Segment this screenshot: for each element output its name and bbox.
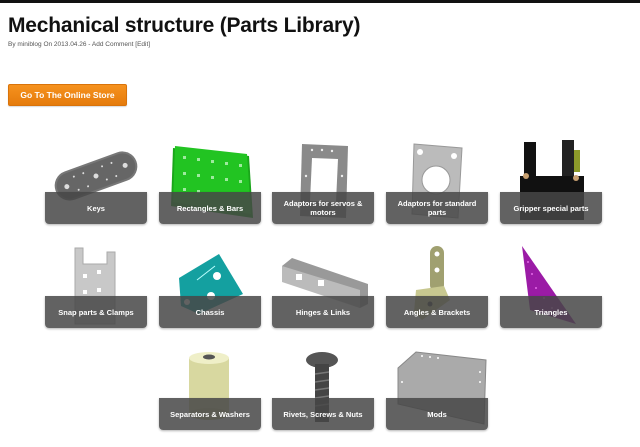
category-label: Hinges & Links — [272, 296, 374, 328]
category-tile-gripper[interactable]: Gripper special parts — [500, 136, 602, 224]
author-link[interactable]: miniblog — [17, 41, 42, 48]
meta-separator: - — [88, 41, 91, 48]
edit-link[interactable]: [Edit] — [135, 41, 151, 48]
category-tile-hinges-links[interactable]: Hinges & Links — [272, 240, 374, 328]
category-tile-triangles[interactable]: Triangles — [500, 240, 602, 328]
category-tile-snap-clamps[interactable]: Snap parts & Clamps — [45, 240, 147, 328]
category-tile-standard-adaptors[interactable]: Adaptors for standard parts — [386, 136, 488, 224]
category-label: Adaptors for servos & motors — [272, 192, 374, 224]
add-comment-link[interactable]: Add Comment — [91, 41, 134, 48]
category-label: Angles & Brackets — [386, 296, 488, 328]
page-title: Mechanical structure (Parts Library) — [8, 14, 361, 37]
top-bar — [0, 0, 640, 3]
category-tile-angles-brackets[interactable]: Angles & Brackets — [386, 240, 488, 328]
category-tile-rectangles-bars[interactable]: Rectangles & Bars — [159, 136, 261, 224]
category-tile-separators-washers[interactable]: Separators & Washers — [159, 342, 261, 430]
category-tile-keys[interactable]: Keys — [45, 136, 147, 224]
category-label: Separators & Washers — [159, 398, 261, 430]
category-label: Rectangles & Bars — [159, 192, 261, 224]
meta-on: On — [43, 41, 53, 48]
category-tile-mods[interactable]: Mods — [386, 342, 488, 430]
category-label: Chassis — [159, 296, 261, 328]
category-label: Triangles — [500, 296, 602, 328]
post-date: 2013.04.26 — [53, 41, 87, 48]
category-label: Keys — [45, 192, 147, 224]
category-label: Adaptors for standard parts — [386, 192, 488, 224]
category-label: Mods — [386, 398, 488, 430]
category-label: Snap parts & Clamps — [45, 296, 147, 328]
category-tile-servo-adaptors[interactable]: Adaptors for servos & motors — [272, 136, 374, 224]
keys-plate-icon — [54, 151, 138, 201]
category-tile-rivets-screws-nuts[interactable]: Rivets, Screws & Nuts — [272, 342, 374, 430]
meta-by: By — [8, 41, 16, 48]
category-label: Rivets, Screws & Nuts — [272, 398, 374, 430]
post-meta: By miniblog On 2013.04.26 - Add Comment … — [8, 41, 150, 48]
category-label: Gripper special parts — [500, 192, 602, 224]
online-store-button[interactable]: Go To The Online Store — [8, 84, 127, 106]
category-tile-chassis[interactable]: Chassis — [159, 240, 261, 328]
